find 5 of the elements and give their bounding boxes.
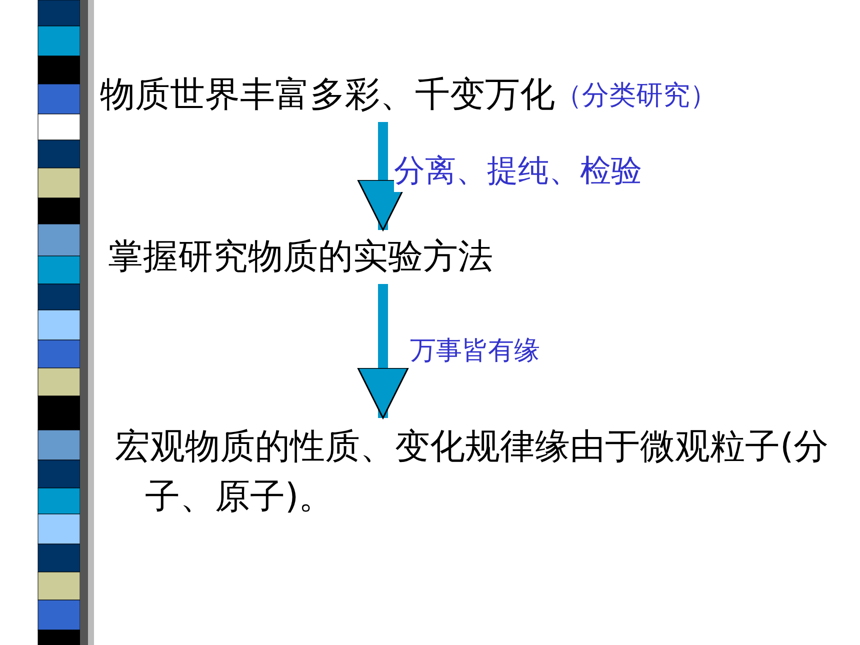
- note-text: （分类研究）: [555, 79, 717, 113]
- arrow: [357, 284, 409, 419]
- statement-text: 掌握研究物质的实验方法: [108, 234, 493, 280]
- statement-text: 物质世界丰富多彩、千变万化: [100, 72, 555, 118]
- statement-text: 宏观物质的性质、变化规律缘由于微观粒子(分子、原子)。: [115, 422, 845, 522]
